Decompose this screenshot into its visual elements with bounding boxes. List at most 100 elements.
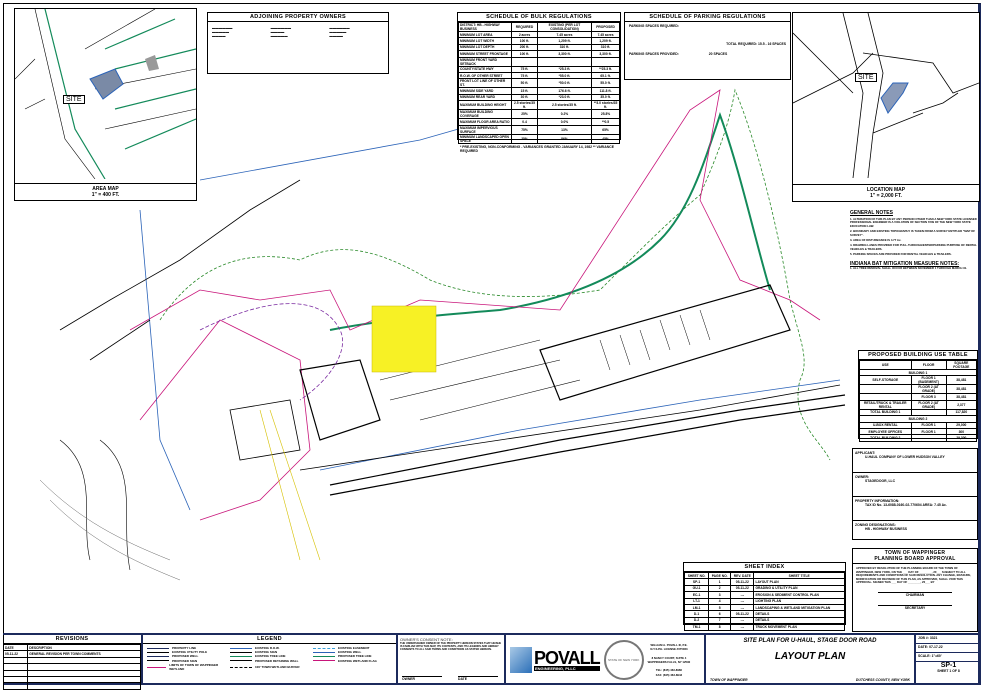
legend-swatch-icon — [313, 651, 335, 653]
firm-sub: ENGINEERING, PLLC — [534, 665, 600, 671]
table-cell: 3,300 ft. — [536, 50, 593, 58]
building-use-title: PROPOSED BUILDING USE TABLE — [859, 351, 977, 360]
table-cell: 2.5 stories/35 ft. — [511, 100, 538, 111]
table-cell: MINIMUM REAR YARD — [457, 93, 513, 102]
table-cell: MINIMUM LANDSCAPED OPEN SPACE — [457, 133, 513, 144]
table-cell: 176.6 ft. — [536, 87, 593, 95]
table-cell: EXISTING (PER LOT CONSOLIDATION) — [536, 22, 593, 32]
parking-regulations: SCHEDULE OF PARKING REGULATIONS PARKING … — [624, 12, 791, 80]
legend-label: PROPERTY LINE — [172, 646, 197, 650]
table-cell: *25.3 ft. — [536, 65, 593, 73]
table-section-row: BUILDING 2 — [859, 415, 977, 423]
table-cell: REQUIRED — [511, 22, 538, 32]
table-cell — [2, 682, 29, 690]
adjoining-owners-list: ▬▬▬▬▬▬▬▬▬▬▬▬▬▬▬▬▬▬▬▬▬▬▬▬▬▬▬▬▬▬▬▬▬▬▬▬▬▬▬▬… — [212, 26, 350, 39]
parking-required-label: PARKING SPACES REQUIRED: — [629, 24, 679, 28]
table-cell: MAXIMUM FLOOR AREA RATIO — [457, 118, 513, 126]
legend-label: LIMITS OF TOWN OF WAPPINGER WETLAND — [169, 662, 219, 672]
table-cell: MAXIMUM BUILDING HEIGHT — [457, 100, 513, 111]
table-cell: TRUCK MOVEMENT PLAN — [753, 623, 845, 631]
chairman-signature-line: CHAIRMAN — [878, 591, 952, 597]
table-cell: 65% — [591, 124, 620, 135]
legend-item: LIMITS OF TOWN OF WAPPINGER WETLAND — [147, 663, 226, 671]
date-signature-line: DATE — [458, 675, 498, 681]
table-cell: FLOOR 1 (BASEMENT) — [910, 375, 947, 386]
building-2 — [299, 359, 381, 441]
parking-total-required: TOTAL REQUIRED: 15.5 - 16 SPACES — [726, 42, 786, 47]
legend-swatch-icon — [313, 647, 335, 649]
parking-provided-label: PARKING SPACES PROVIDED: — [629, 52, 679, 57]
firm-tel: TEL: (845) 463-8966 — [655, 668, 682, 673]
driveway — [59, 439, 131, 571]
table-cell: 25.8% — [591, 109, 620, 120]
wetland-buffer — [199, 303, 343, 401]
table-cell: **0.5 — [591, 118, 620, 126]
legend-label: PROPOSED TREE LINE — [338, 654, 372, 659]
table-cell: 55.0 ft. — [591, 78, 620, 89]
highlight-box — [371, 305, 437, 373]
bulk-regulations-note: * PRE-EXISTING, NON-CONFORMING - VARIANC… — [460, 144, 614, 153]
legend-item: PROPOSED TREE LINE — [313, 654, 392, 658]
legend-item: EXISTING R.O.W. — [230, 646, 309, 650]
table-cell: 75% — [511, 124, 538, 135]
legend-swatch-icon — [230, 656, 252, 657]
zoning: HB - HIGHWAY BUSINESS — [865, 527, 908, 532]
project-info: APPLICANT:U-HAUL COMPANY OF LOWER HUDSON… — [852, 448, 978, 540]
table-cell: 50 ft. — [511, 78, 538, 89]
table-cell — [591, 56, 620, 67]
row-line — [319, 379, 841, 471]
location-map-site-label: SITE — [855, 73, 877, 82]
site-plan-drawing — [39, 88, 846, 581]
table-cell — [859, 384, 912, 395]
legend-item: EXISTING WETLAND FLAG — [313, 659, 392, 663]
pe-seal: STATE OF NEW YORK — [603, 640, 644, 680]
legend-label: PROPOSED SIGN — [172, 658, 198, 663]
applicant-label: APPLICANT: — [855, 451, 876, 455]
table-cell: **3.0 stories/35 ft. — [591, 100, 620, 111]
firm-name: POVALL — [534, 647, 601, 668]
legend-item: PROPOSED RETAINING WALL — [230, 659, 309, 663]
sheet-date: 07-17-22 — [929, 645, 943, 649]
county-name: DUTCHESS COUNTY, NEW YORK — [855, 677, 910, 682]
building-1 — [539, 284, 791, 401]
sheet-scale: 1"=60' — [931, 654, 942, 658]
table-cell: RETAIL/TRUCK & TRAILER RENTAL — [859, 399, 912, 410]
table-cell: USE — [859, 360, 912, 370]
firm-address-2: WAPPINGERS FALLS, NY 12590 — [647, 660, 691, 664]
contour — [39, 479, 181, 581]
area-map-site-label: SITE — [63, 95, 85, 104]
table-cell: MAXIMUM IMPERVIOUS SURFACE — [457, 124, 513, 135]
general-note: 4. DRAWING LANES PROVIDED FOR PULL-THROU… — [850, 243, 977, 251]
property-line — [139, 319, 311, 521]
firm-fax: FAX: (845) 463-8943 — [655, 672, 683, 677]
job-label: JOB #: — [918, 636, 929, 640]
legend-swatch-icon — [147, 656, 169, 657]
general-notes: GENERAL NOTES 1. ALTERATION OF THIS PLAN… — [850, 210, 978, 270]
legend-label: EXISTING EASEMENT — [338, 646, 370, 650]
scale-label: SCALE: — [918, 654, 931, 658]
table-row: FLOOR 2 (AT GRADE)38,481 — [859, 384, 978, 395]
legend-item: PROPOSED SIGN — [147, 659, 226, 663]
table-cell: 25% — [511, 133, 538, 144]
sheet-title-block: SITE PLAN FOR U-HAUL, STAGE DOOR ROAD LA… — [706, 635, 916, 685]
parking-aisle — [379, 339, 581, 421]
project-title: SITE PLAN FOR U-HAUL, STAGE DOOR ROAD — [743, 638, 877, 644]
area-map-drawing — [14, 8, 197, 180]
legend-label: 100' TOWN WETLAND BUFFER — [255, 664, 300, 669]
table-cell: 300 — [945, 427, 978, 436]
